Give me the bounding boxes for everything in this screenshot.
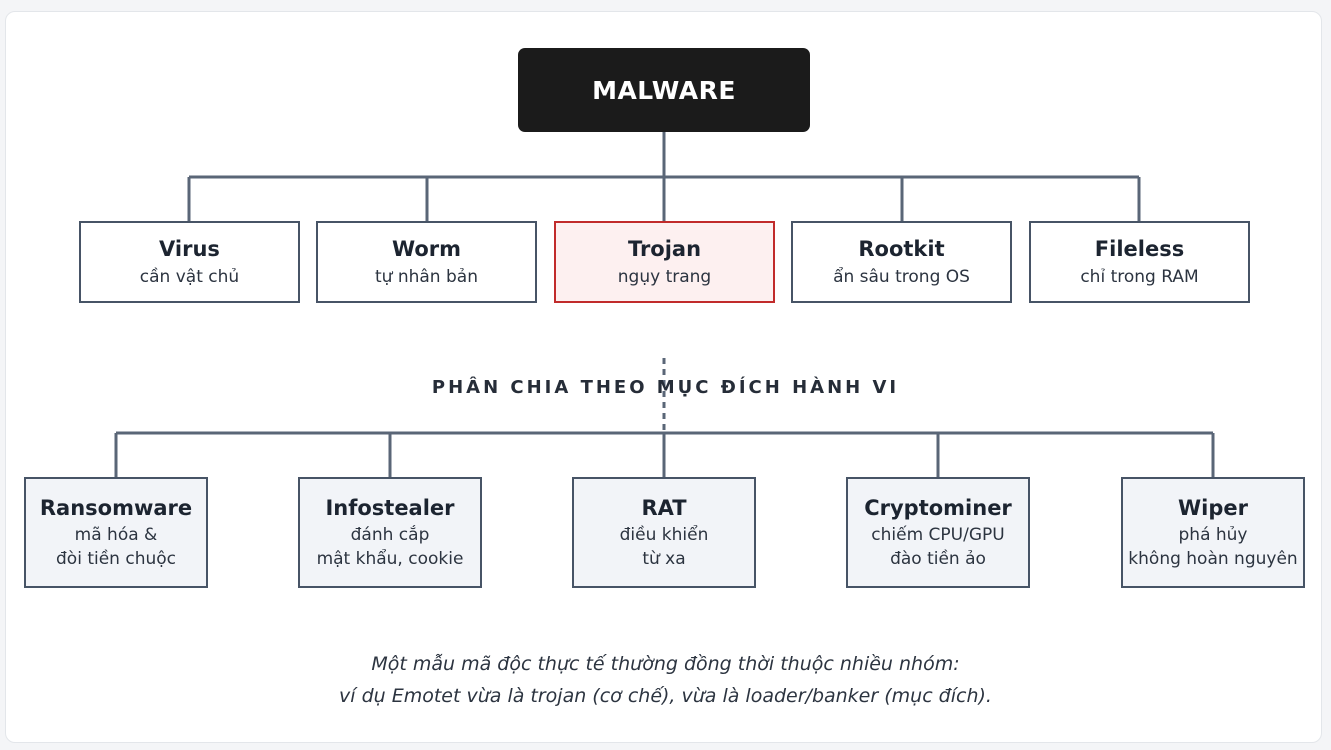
node-subtitle: ẩn sâu trong OS bbox=[833, 266, 970, 287]
node-infostealer: Infostealer đánh cắp mật khẩu, cookie bbox=[298, 477, 482, 588]
node-cryptominer: Cryptominer chiếm CPU/GPU đào tiền ảo bbox=[846, 477, 1030, 588]
node-description: chiếm CPU/GPU đào tiền ảo bbox=[871, 523, 1004, 571]
node-title: Cryptominer bbox=[864, 495, 1012, 520]
node-description-line: đào tiền ảo bbox=[890, 548, 986, 569]
node-description-line: phá hủy bbox=[1178, 524, 1248, 545]
node-subtitle: tự nhân bản bbox=[375, 266, 478, 287]
node-description-line: điều khiển bbox=[619, 524, 709, 545]
node-rat: RAT điều khiển từ xa bbox=[572, 477, 756, 588]
node-virus: Virus cần vật chủ bbox=[79, 221, 300, 303]
node-title: RAT bbox=[641, 495, 687, 520]
footnote-line: ví dụ Emotet vừa là trojan (cơ chế), vừa… bbox=[339, 685, 992, 707]
root-label: MALWARE bbox=[592, 75, 736, 105]
node-title: Fileless bbox=[1094, 236, 1185, 261]
node-description: đánh cắp mật khẩu, cookie bbox=[317, 523, 464, 571]
footnote: Một mẫu mã độc thực tế thường đồng thời … bbox=[0, 648, 1331, 712]
node-worm: Worm tự nhân bản bbox=[316, 221, 537, 303]
node-ransomware: Ransomware mã hóa & đòi tiền chuộc bbox=[24, 477, 208, 588]
node-description-line: đánh cắp bbox=[350, 524, 430, 545]
node-title: Rootkit bbox=[858, 236, 945, 261]
footnote-line: Một mẫu mã độc thực tế thường đồng thời … bbox=[371, 653, 960, 675]
node-rootkit: Rootkit ẩn sâu trong OS bbox=[791, 221, 1012, 303]
node-fileless: Fileless chỉ trong RAM bbox=[1029, 221, 1250, 303]
node-subtitle: ngụy trang bbox=[617, 266, 712, 287]
section-label: PHÂN CHIA THEO MỤC ĐÍCH HÀNH VI bbox=[431, 377, 900, 398]
node-description-line: chiếm CPU/GPU bbox=[871, 524, 1005, 545]
node-title: Infostealer bbox=[325, 495, 455, 520]
node-title: Ransomware bbox=[39, 495, 193, 520]
node-description-line: không hoàn nguyên bbox=[1128, 548, 1298, 569]
malware-root-node: MALWARE bbox=[518, 48, 810, 132]
node-wiper: Wiper phá hủy không hoàn nguyên bbox=[1121, 477, 1305, 588]
node-subtitle: cần vật chủ bbox=[139, 266, 240, 287]
node-description: phá hủy không hoàn nguyên bbox=[1128, 523, 1297, 571]
node-title: Trojan bbox=[627, 236, 702, 261]
node-title: Worm bbox=[391, 236, 462, 261]
node-description: điều khiển từ xa bbox=[620, 523, 709, 571]
node-trojan: Trojan ngụy trang bbox=[554, 221, 775, 303]
node-description-line: từ xa bbox=[642, 548, 686, 569]
node-description: mã hóa & đòi tiền chuộc bbox=[56, 523, 176, 571]
node-description-line: mã hóa & bbox=[74, 524, 158, 545]
node-description-line: mật khẩu, cookie bbox=[316, 548, 464, 569]
node-title: Virus bbox=[159, 236, 220, 261]
node-description-line: đòi tiền chuộc bbox=[56, 548, 176, 569]
node-subtitle: chỉ trong RAM bbox=[1080, 266, 1199, 287]
node-title: Wiper bbox=[1178, 495, 1248, 520]
